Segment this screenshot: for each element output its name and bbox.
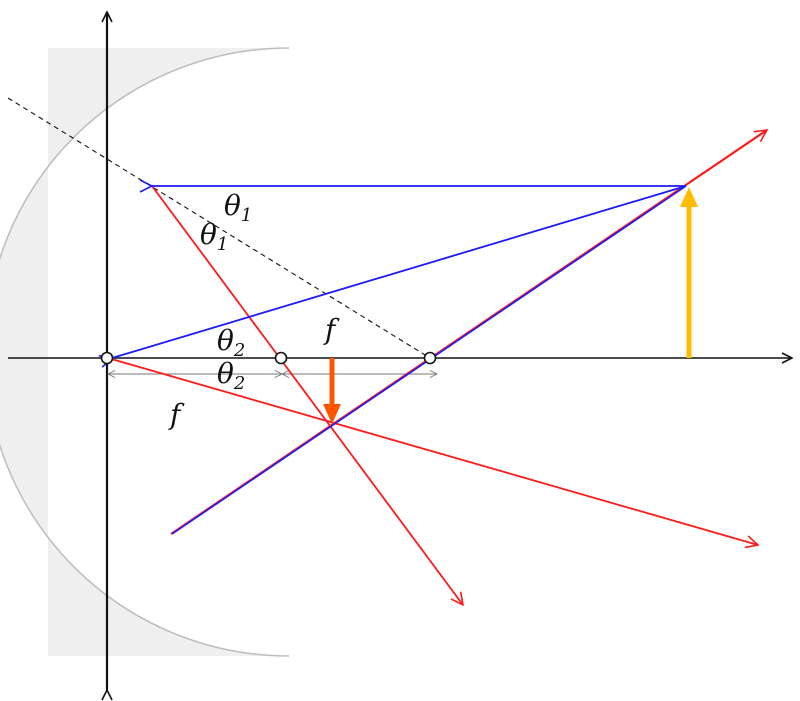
theta1-upper-label: θ1 xyxy=(224,189,252,226)
reflected-ray-from-vertex xyxy=(107,357,758,545)
theta1-lower-label: θ1 xyxy=(200,218,228,255)
center-of-curvature-point xyxy=(423,351,437,365)
theta2-upper-label: θ2 xyxy=(217,324,245,361)
mirror-surface-curve xyxy=(0,47,290,657)
focal-length-label-2: f xyxy=(168,398,185,431)
mirror-body xyxy=(0,48,289,656)
theta2-lower-label: θ2 xyxy=(217,357,245,394)
image-arrow-head xyxy=(323,404,341,424)
incident-ray-to-vertex xyxy=(112,185,687,358)
normal-line-dashed xyxy=(7,97,431,359)
reflected-ray-through-focus xyxy=(151,185,463,605)
focal-point xyxy=(274,351,288,365)
focal-length-label-1: f xyxy=(323,313,340,346)
object-arrow-head xyxy=(680,187,698,207)
mirror-vertex-point xyxy=(100,351,114,365)
